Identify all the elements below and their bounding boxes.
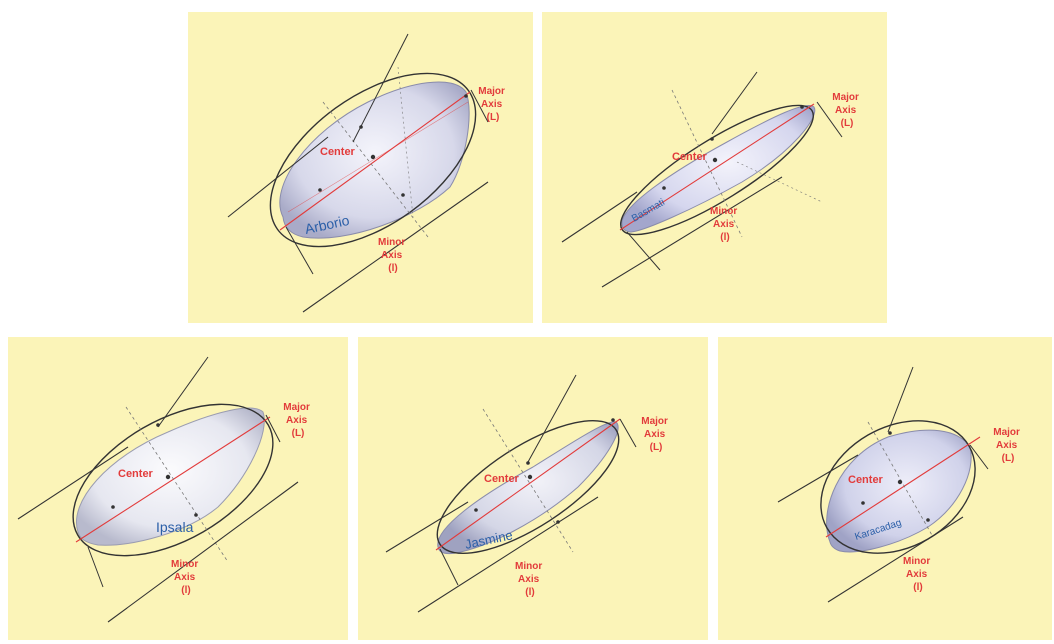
minor-axis-label: Minor Axis (l) bbox=[171, 559, 201, 596]
major-axis-label: Major Axis (L) bbox=[993, 427, 1022, 464]
panel-arborio: Center Major Axis (L) Minor Axis (l) Arb… bbox=[188, 12, 533, 323]
minor-axis-label: Minor Axis (l) bbox=[710, 206, 740, 243]
center-point bbox=[371, 155, 375, 159]
diagram-arborio: Center Major Axis (L) Minor Axis (l) Arb… bbox=[188, 12, 533, 323]
panel-karacadag: Center Major Axis (L) Minor Axis (l) Kar… bbox=[718, 337, 1052, 640]
major-axis-line bbox=[436, 419, 620, 550]
major-axis-label: Major Axis (L) bbox=[832, 92, 861, 129]
center-point bbox=[898, 480, 902, 484]
diagram-jasmine: Center Major Axis (L) Minor Axis (l) Jas… bbox=[358, 337, 708, 640]
center-label: Center bbox=[672, 151, 708, 163]
minor-axis-label: Minor Axis (l) bbox=[903, 556, 933, 593]
major-axis-label: Major Axis (L) bbox=[283, 402, 312, 439]
center-label: Center bbox=[118, 468, 154, 480]
center-point bbox=[166, 475, 170, 479]
diagram-karacadag: Center Major Axis (L) Minor Axis (l) Kar… bbox=[718, 337, 1052, 640]
panel-jasmine: Center Major Axis (L) Minor Axis (l) Jas… bbox=[358, 337, 708, 640]
center-label: Center bbox=[320, 146, 356, 158]
center-point bbox=[713, 158, 717, 162]
minor-axis-label: Minor Axis (l) bbox=[378, 237, 408, 274]
minor-axis-label: Minor Axis (l) bbox=[515, 561, 545, 598]
variety-name: Ipsala bbox=[156, 519, 194, 535]
center-point bbox=[528, 475, 532, 479]
center-label: Center bbox=[484, 473, 520, 485]
diagram-basmati: Center Major Axis (L) Minor Axis (l) Bas… bbox=[542, 12, 887, 323]
panel-basmati: Center Major Axis (L) Minor Axis (l) Bas… bbox=[542, 12, 887, 323]
center-label: Center bbox=[848, 474, 884, 486]
major-axis-label: Major Axis (L) bbox=[641, 416, 670, 453]
major-axis-label: Major Axis (L) bbox=[478, 86, 507, 123]
panel-ipsala: Center Major Axis (L) Minor Axis (l) Ips… bbox=[8, 337, 348, 640]
diagram-ipsala: Center Major Axis (L) Minor Axis (l) Ips… bbox=[8, 337, 348, 640]
